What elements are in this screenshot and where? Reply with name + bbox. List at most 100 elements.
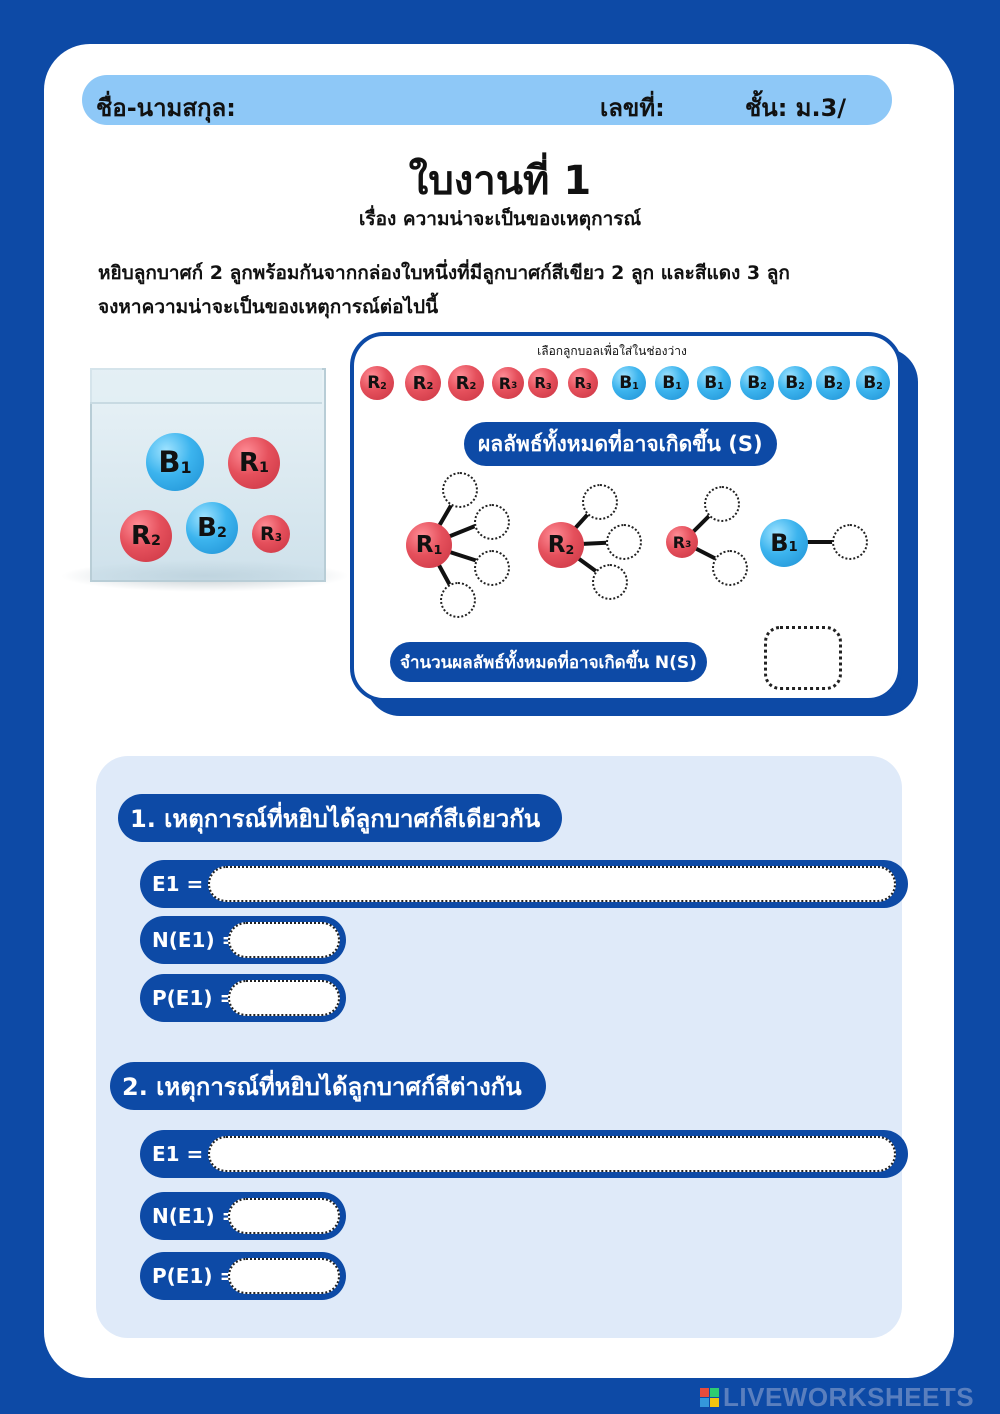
outcome-drop-slot[interactable] xyxy=(592,564,628,600)
outcome-drop-slot[interactable] xyxy=(442,472,478,508)
event-probability-label: P(E1) = xyxy=(152,986,237,1010)
ball-letter: R xyxy=(455,372,470,394)
ball-letter: R xyxy=(574,374,586,392)
ball-subscript: 3 xyxy=(585,380,592,391)
ball-subscript: 3 xyxy=(511,381,518,392)
ball-letter: B xyxy=(619,373,633,393)
ball-subscript: 2 xyxy=(469,380,477,392)
ball-letter: B xyxy=(158,445,181,479)
ball-letter: B xyxy=(747,373,761,393)
outcome-drop-slot[interactable] xyxy=(712,550,748,586)
event-probability-input[interactable] xyxy=(228,1258,340,1294)
outcome-drop-slot[interactable] xyxy=(474,550,510,586)
ball-subscript: 3 xyxy=(545,380,552,391)
event-set-input[interactable] xyxy=(208,866,896,902)
event-probability-row: P(E1) = xyxy=(140,1252,346,1300)
event-count-input[interactable] xyxy=(228,922,340,958)
event-set-row: E1 = xyxy=(140,1130,908,1178)
ball-letter: R xyxy=(131,521,152,551)
ball-subscript: 2 xyxy=(380,380,387,392)
ball-subscript: 2 xyxy=(216,525,227,541)
ball-subscript: 1 xyxy=(180,458,192,478)
ball-letter: R xyxy=(415,532,434,558)
ball-subscript: 1 xyxy=(433,541,443,557)
ball-letter: R xyxy=(534,374,546,392)
outcome-drop-slot[interactable] xyxy=(582,484,618,520)
event-set-label: E1 = xyxy=(152,872,204,896)
event-set-input[interactable] xyxy=(208,1136,896,1172)
ball-subscript: 1 xyxy=(259,460,269,476)
event-probability-input[interactable] xyxy=(228,980,340,1016)
ball-letter: B xyxy=(770,529,789,557)
sample-space-heading: ผลลัพธ์ทั้งหมดที่อาจเกิดขึ้น (S) xyxy=(464,422,777,466)
ball-letter: R xyxy=(260,523,275,545)
outcome-drop-slot[interactable] xyxy=(606,524,642,560)
ball-letter: R xyxy=(547,532,566,558)
ball-letter: B xyxy=(785,373,799,393)
ball-letter: B xyxy=(823,373,837,393)
event-count-row: N(E1) = xyxy=(140,916,346,964)
ball-letter: B xyxy=(197,513,217,543)
question-heading: 1. เหตุการณ์ที่หยิบได้ลูกบาศก์สีเดียวกัน xyxy=(118,794,562,842)
outcome-drop-slot[interactable] xyxy=(440,582,476,618)
worksheet-title: ใบงานที่ 1 xyxy=(408,158,592,204)
liveworksheets-logo: LIVEWORKSHEETS xyxy=(700,1382,974,1413)
event-set-row: E1 = xyxy=(140,860,908,908)
question-heading: 2. เหตุการณ์ที่หยิบได้ลูกบาศก์สีต่างกัน xyxy=(110,1062,546,1110)
ball-subscript: 3 xyxy=(274,531,282,544)
outcome-drop-slot[interactable] xyxy=(474,504,510,540)
ball-subscript: 2 xyxy=(760,380,767,392)
worksheet-subtitle: เรื่อง ความน่าจะเป็นของเหตุการณ์ xyxy=(358,208,642,230)
outcome-drop-slot[interactable] xyxy=(832,524,868,560)
ns-label: จำนวนผลลัพธ์ทั้งหมดที่อาจเกิดขึ้น N(S) xyxy=(390,642,707,682)
instruction-line-2: จงหาความน่าจะเป็นของเหตุการณ์ต่อไปนี้ xyxy=(98,296,439,318)
ball-letter: B xyxy=(704,373,718,393)
event-set-label: E1 = xyxy=(152,1142,204,1166)
glass-box-lid xyxy=(90,368,322,404)
event-count-label: N(E1) = xyxy=(152,1204,239,1228)
ball-subscript: 2 xyxy=(565,541,575,557)
event-count-input[interactable] xyxy=(228,1198,340,1234)
student-info-bar xyxy=(82,75,892,125)
ball-letter: R xyxy=(367,373,381,393)
ball-subscript: 2 xyxy=(798,380,805,392)
ball-subscript: 1 xyxy=(717,380,724,392)
picker-label: เลือกลูกบอลเพื่อใส่ในช่องว่าง xyxy=(537,344,687,358)
name-label: ชื่อ-นามสกุล: xyxy=(96,94,236,122)
event-count-row: N(E1) = xyxy=(140,1192,346,1240)
ball-subscript: 3 xyxy=(685,540,692,551)
ball-letter: R xyxy=(672,532,686,552)
event-probability-row: P(E1) = xyxy=(140,974,346,1022)
event-count-label: N(E1) = xyxy=(152,928,239,952)
ball-letter: B xyxy=(863,373,877,393)
outcome-drop-slot[interactable] xyxy=(704,486,740,522)
ns-answer-box[interactable] xyxy=(764,626,842,690)
ball-letter: R xyxy=(498,373,512,393)
event-probability-label: P(E1) = xyxy=(152,1264,237,1288)
ball-subscript: 1 xyxy=(675,380,682,392)
questions-area xyxy=(96,756,902,1338)
ball-subscript: 1 xyxy=(788,540,798,556)
class-label: ชั้น: ม.3/ xyxy=(745,94,847,122)
ball-subscript: 2 xyxy=(876,380,883,392)
